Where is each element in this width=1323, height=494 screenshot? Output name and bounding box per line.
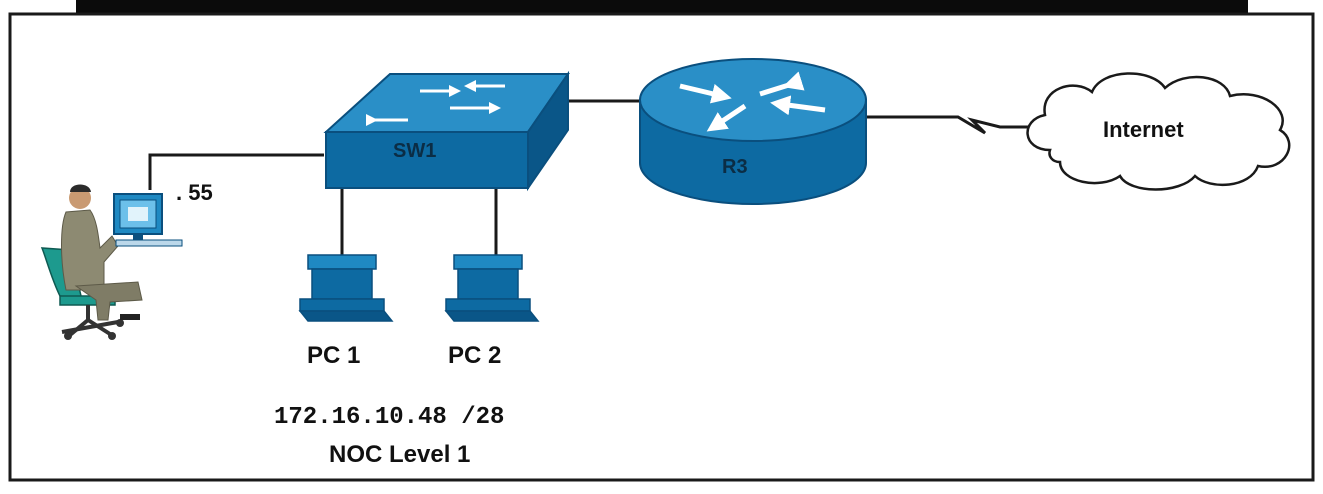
user-address-label: . 55 — [176, 180, 213, 205]
internet-cloud[interactable] — [1026, 72, 1291, 191]
router-r3[interactable] — [639, 58, 867, 205]
pc1-computer[interactable] — [298, 254, 394, 322]
links — [148, 99, 1030, 262]
diagram-frame — [8, 12, 1315, 482]
switch-arrows-icon — [366, 80, 505, 126]
subnet-address: 172.16.10.48 /28 — [274, 404, 505, 431]
top-bar — [76, 0, 1248, 14]
user-workstation[interactable] — [40, 184, 183, 341]
switch-sw1[interactable] — [323, 70, 570, 192]
link-user-sw1 — [148, 153, 324, 190]
subnet-name: NOC Level 1 — [329, 441, 471, 468]
sw1-label: SW1 — [393, 140, 437, 162]
pc2-label: PC 2 — [448, 342, 502, 369]
person-icon — [61, 184, 143, 321]
pc1-label: PC 1 — [307, 342, 361, 369]
internet-label: Internet — [1103, 117, 1184, 142]
pc2-computer[interactable] — [444, 254, 540, 322]
router-arrows-icon — [679, 71, 826, 132]
r3-label: R3 — [722, 156, 748, 178]
monitor-icon — [113, 193, 183, 247]
link-r3-internet-serial — [866, 115, 1030, 135]
